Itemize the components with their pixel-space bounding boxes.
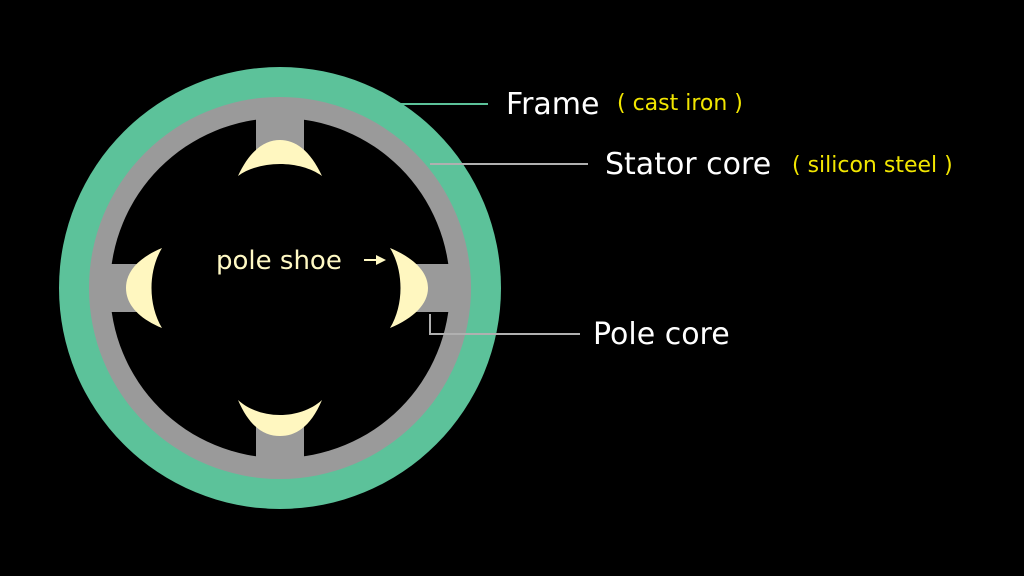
- pole-core-leader-line: [429, 314, 580, 335]
- pole-shoe-left: [126, 248, 162, 328]
- pole-shoe-bottom: [238, 400, 322, 436]
- inner-air-gap: [110, 118, 450, 458]
- frame-label: Frame: [506, 87, 599, 122]
- pole-shoe-arrow-head: [376, 255, 386, 265]
- stator-core-material-label: ( silicon steel ): [792, 153, 953, 178]
- stator-core-label: Stator core: [605, 147, 771, 182]
- pole-core-label: Pole core: [593, 317, 730, 352]
- pole-shoe-top: [238, 140, 322, 176]
- pole-shoe-right: [390, 248, 428, 328]
- frame-material-label: ( cast iron ): [617, 91, 743, 116]
- pole-shoe-label: pole shoe: [216, 246, 342, 276]
